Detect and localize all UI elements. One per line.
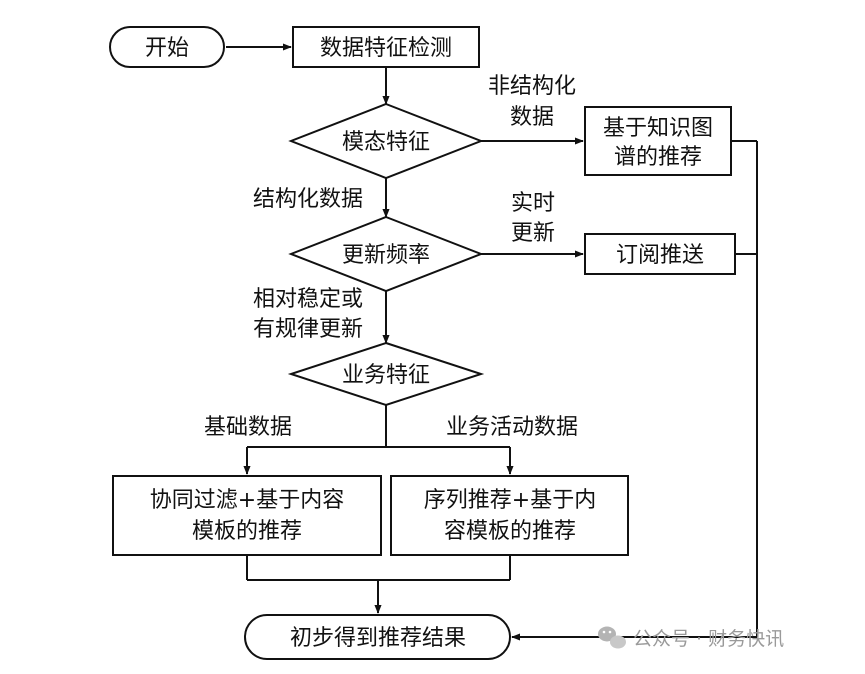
seq-label-line2: 容模板的推荐 [444,519,576,544]
edge-label-stable-line2: 有规律更新 [253,317,363,342]
cf-label-line2: 模板的推荐 [192,519,302,544]
kg-label-line2: 谱的推荐 [614,145,702,170]
edge-label-basic: 基础数据 [204,415,292,440]
business-label: 业务特征 [342,363,430,388]
frequency-decision [288,215,484,293]
frequency-label: 更新频率 [342,243,430,268]
business-decision [287,341,485,407]
edge-label-realtime-line1: 实时 [511,191,555,216]
edge-label-activity: 业务活动数据 [446,415,578,440]
edge-label-unstructured-line1: 非结构化 [488,74,576,99]
edge-label-realtime-line2: 更新 [511,221,555,246]
result-terminal [244,614,511,660]
edge-label-unstructured-line2: 数据 [510,105,554,130]
modality-label: 模态特征 [342,130,430,155]
kg-label-line1: 基于知识图 [603,116,713,141]
start-label: 开始 [145,36,189,61]
detect-process [292,26,480,68]
subscribe-process [584,233,736,275]
cf-label-line1: 协同过滤+基于内容 [150,488,344,513]
result-label: 初步得到推荐结果 [290,626,466,651]
edge-label-stable-line1: 相对稳定或 [253,287,363,312]
seq-label-line1: 序列推荐+基于内 [424,488,596,513]
seq-process [390,475,629,556]
modality-decision [288,102,484,180]
detect-label: 数据特征检测 [320,36,452,61]
start-terminal [109,26,225,68]
cf-process [112,475,382,556]
wechat-icon [598,626,626,649]
watermark-text: 公众号 · 财务快讯 [633,628,784,650]
kg-process [584,106,732,176]
edge-label-structured: 结构化数据 [253,187,363,212]
subscribe-label: 订阅推送 [616,243,704,268]
